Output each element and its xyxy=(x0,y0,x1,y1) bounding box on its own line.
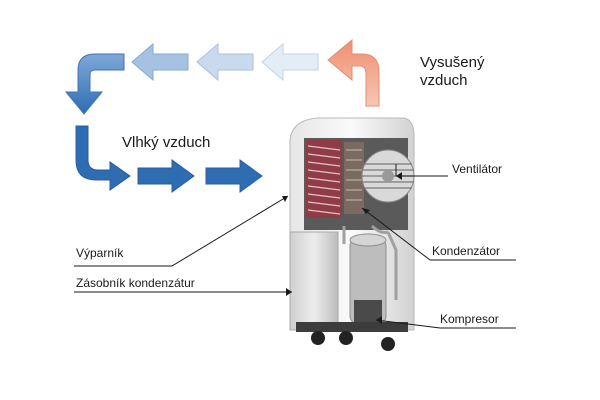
evaporator-coil xyxy=(306,140,342,218)
unit-base xyxy=(296,322,408,332)
condenser-label: Kondenzátor xyxy=(432,244,501,258)
fan-label: Ventilátor xyxy=(452,162,503,176)
return-arrow-1 xyxy=(261,42,319,82)
dehumidifier-unit xyxy=(289,117,415,351)
wheel-left xyxy=(311,331,325,345)
compressor-label: Kompresor xyxy=(440,312,499,326)
return-arrow-corner xyxy=(64,53,125,115)
leader-lines xyxy=(74,164,516,329)
dry-air-label-line2: vzduch xyxy=(420,72,468,89)
wheel-right xyxy=(381,337,395,351)
evaporator-leader-line xyxy=(74,195,289,267)
intake-arrow-3 xyxy=(205,159,263,193)
compressor xyxy=(349,233,387,325)
humid-air-flow-path xyxy=(75,125,263,193)
wheel-mid xyxy=(339,331,353,345)
compressor-leader-diag xyxy=(375,319,441,329)
humid-air-label: Vlhký vzduch xyxy=(122,134,211,151)
dry-air-outlet-arrow xyxy=(327,38,380,107)
evaporator-label: Výparník xyxy=(76,246,124,260)
tank-label: Zásobník kondenzátur xyxy=(76,276,195,290)
intake-elbow-arrow xyxy=(75,125,131,191)
return-arrow-3 xyxy=(131,42,189,82)
intake-arrow-2 xyxy=(137,159,195,193)
condenser-leader-diag xyxy=(361,207,431,261)
return-arrow-2 xyxy=(196,42,254,82)
condenser-coil xyxy=(344,142,364,214)
dry-air-flow-path xyxy=(64,38,380,115)
refrigerant-pipes xyxy=(342,224,398,300)
dry-air-label-line1: Vysušený xyxy=(420,54,485,71)
fan-wheel xyxy=(361,149,415,203)
condensate-tank xyxy=(289,231,339,331)
